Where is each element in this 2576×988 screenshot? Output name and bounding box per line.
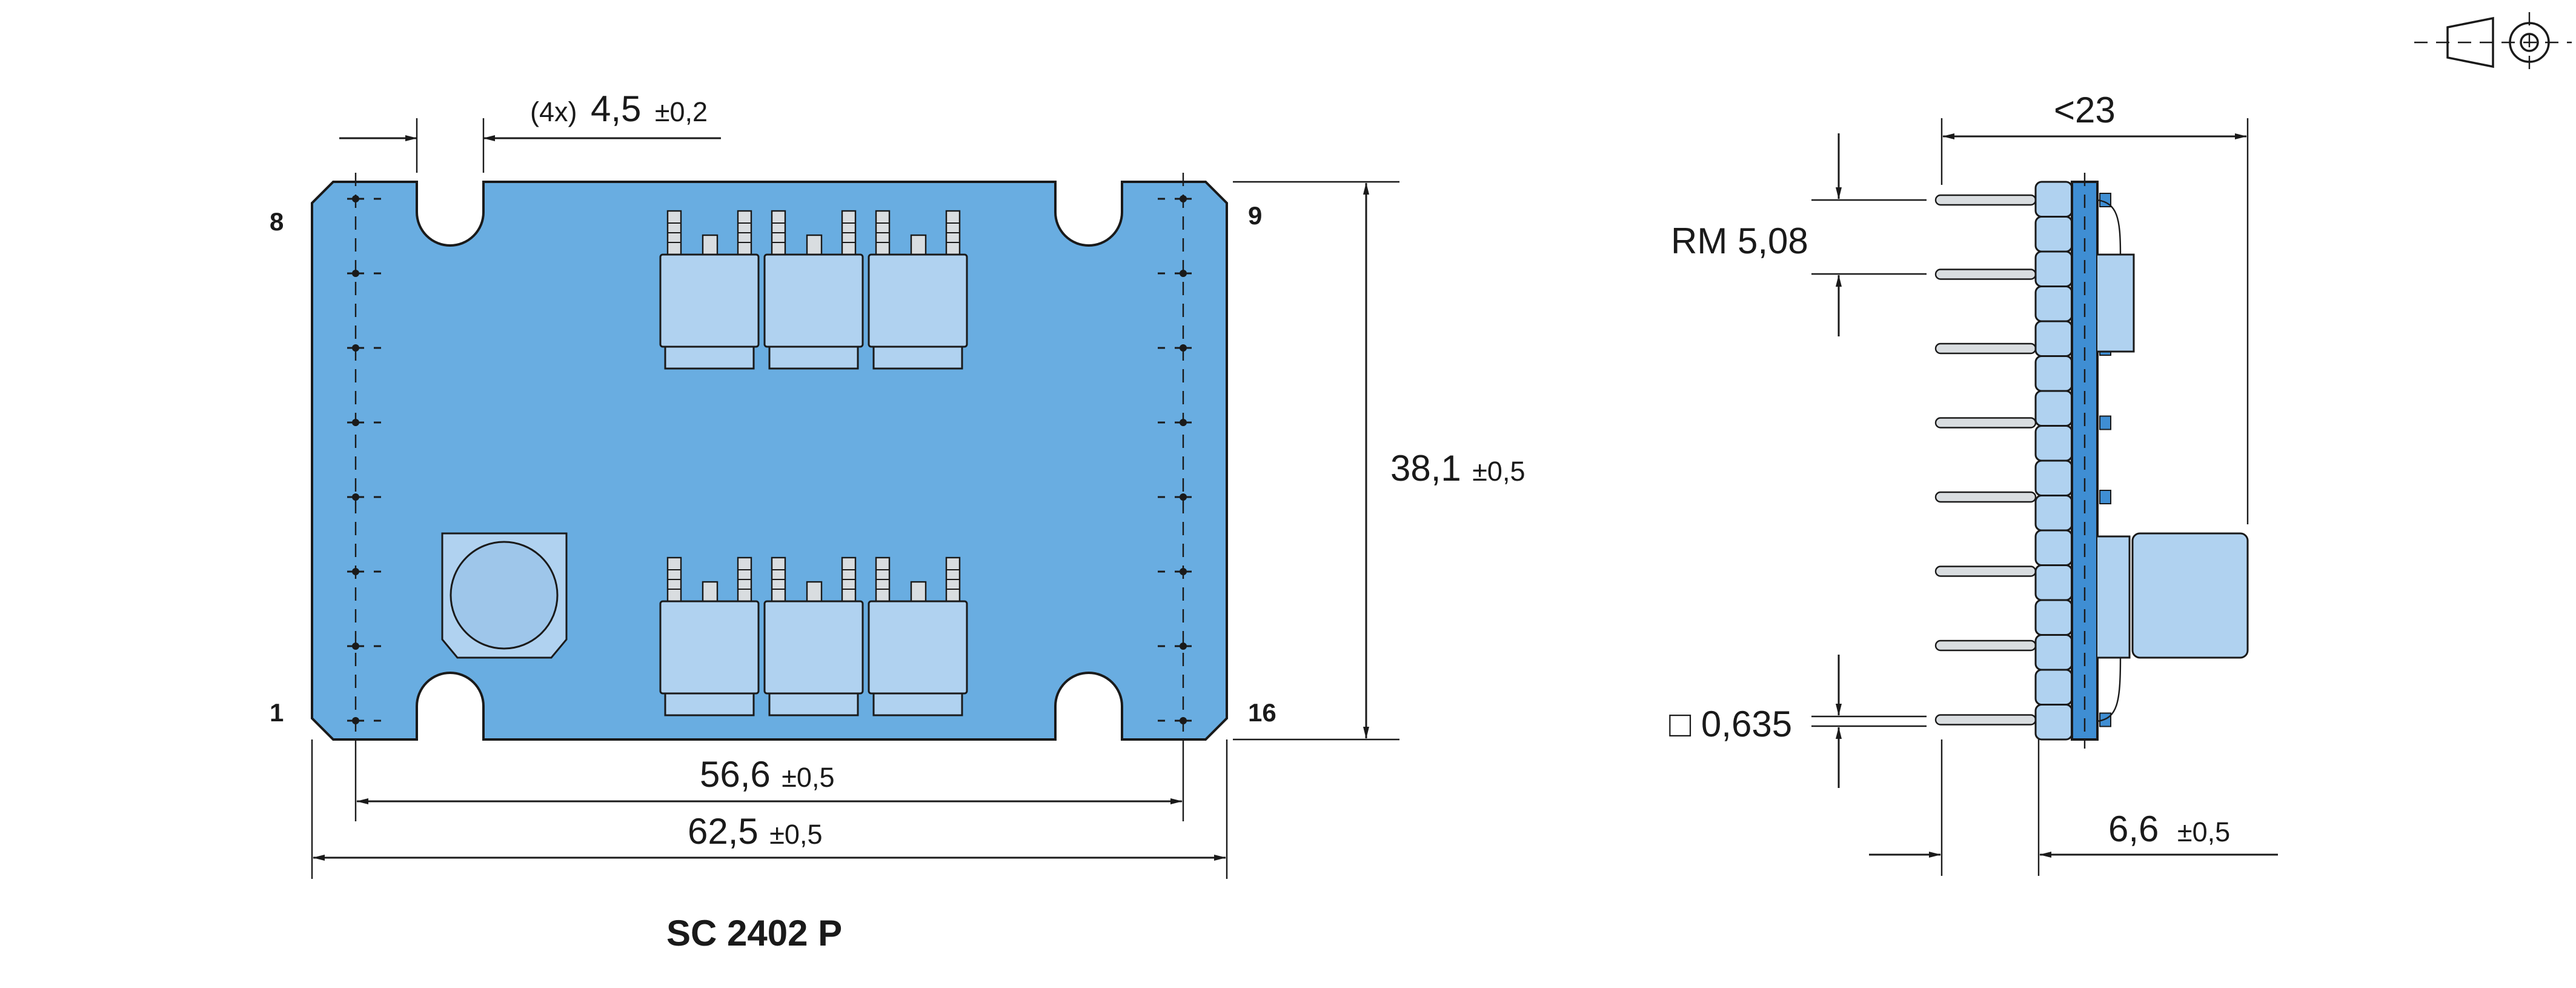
component (659, 210, 760, 370)
strip-segment (2034, 250, 2073, 287)
pin-label-top-left: 8 (270, 207, 284, 236)
side-solder (2099, 415, 2111, 430)
side-pin (1934, 714, 2037, 726)
overall-depth-dimension: <23 (1940, 90, 2249, 524)
side-pin (1934, 566, 2037, 577)
strip-segment (2034, 425, 2073, 462)
pin-dot (1180, 643, 1187, 650)
strip-segment (2034, 459, 2073, 496)
component (763, 210, 864, 370)
component (868, 556, 968, 716)
pin-dot (1180, 344, 1187, 352)
side-potentiometer (2131, 532, 2249, 659)
pin-span-tolerance: ±0,5 (782, 762, 834, 793)
pin-dot (1180, 717, 1187, 724)
strip-segment (2034, 669, 2073, 706)
thickness-tolerance: ±0,5 (2177, 816, 2230, 847)
side-component-lower (2097, 535, 2131, 659)
pin-label-top-right: 9 (1248, 201, 1262, 230)
strip-segment (2034, 320, 2073, 357)
component (659, 556, 760, 716)
side-lead-bottom (2097, 657, 2122, 723)
side-lead-top (2097, 199, 2122, 255)
pin-dot (352, 195, 359, 202)
front-view: 8 1 9 16 (4x) 4,5 ±0,2 38,1 ±0,5 (270, 88, 1525, 953)
side-solder (2099, 490, 2111, 504)
pin-dot (1180, 270, 1187, 277)
pin-dot (1180, 568, 1187, 575)
pin-dot (352, 419, 359, 426)
upper-components (659, 210, 968, 370)
pitch-dimension: RM 5,08 (1671, 133, 1927, 336)
strip-segment (2034, 599, 2073, 636)
pin-dot (1180, 419, 1187, 426)
slot-dim-value: 4,5 (591, 88, 641, 129)
thickness-dimension: 6,6 ±0,5 (1869, 739, 2278, 876)
pin-dot (1180, 493, 1187, 501)
strip-segment (2034, 495, 2073, 532)
projection-symbol-icon (2414, 12, 2572, 73)
height-dim-value: 38,1 (1390, 448, 1461, 489)
strip-segment (2034, 564, 2073, 601)
side-pin (1934, 491, 2037, 503)
side-component-upper (2097, 253, 2135, 353)
side-pin (1934, 639, 2037, 652)
pitch-value: RM 5,08 (1671, 221, 1808, 261)
height-dim-tolerance: ±0,5 (1472, 456, 1525, 487)
pin-section-value: □ 0,635 (1669, 704, 1792, 744)
pin-section-dimension: □ 0,635 (1669, 655, 1927, 788)
strip-segment (2034, 704, 2073, 741)
svg-text:62,5 ±0,5: 62,5 ±0,5 (688, 811, 823, 852)
pin-dot (352, 270, 359, 277)
lower-components (659, 556, 968, 716)
connector-strip (2034, 181, 2073, 741)
length-tolerance: ±0,5 (769, 819, 822, 850)
product-title: SC 2402 P (666, 913, 842, 953)
strip-segment (2034, 181, 2073, 218)
pin-span-value: 56,6 (700, 754, 771, 795)
length-value: 62,5 (688, 811, 759, 852)
pin-dot (352, 568, 359, 575)
slot-width-dimension: (4x) 4,5 ±0,2 (339, 88, 721, 173)
strip-segment (2034, 355, 2073, 392)
side-pin (1934, 417, 2037, 429)
pin-dot (352, 344, 359, 352)
slot-dim-tolerance: ±0,2 (655, 96, 708, 127)
strip-segment (2034, 216, 2073, 253)
pin-label-bottom-right: 16 (1248, 698, 1276, 727)
side-pin (1934, 342, 2037, 355)
potentiometer (441, 532, 568, 659)
pin-dot (352, 717, 359, 724)
pin-marks (347, 195, 1192, 724)
slot-dim-prefix: (4x) (530, 96, 577, 127)
strip-segment (2034, 529, 2073, 566)
pin-dot (1180, 195, 1187, 202)
pin-span-dimension: 56,6 ±0,5 (354, 749, 1184, 821)
thickness-value: 6,6 (2108, 809, 2159, 849)
side-pin (1934, 194, 2037, 206)
pin-dot (352, 493, 359, 501)
strip-segment (2034, 390, 2073, 427)
svg-text:6,6 ±0,5: 6,6 ±0,5 (2108, 809, 2230, 849)
strip-segment (2034, 285, 2073, 322)
pin-label-bottom-left: 1 (270, 698, 284, 727)
component (763, 556, 864, 716)
length-dimension: 62,5 ±0,5 (311, 739, 1228, 879)
side-pin (1934, 269, 2037, 280)
strip-segment (2034, 634, 2073, 671)
height-dimension: 38,1 ±0,5 (1233, 181, 1525, 741)
svg-text:(4x) 4,5 ±0,2: (4x) 4,5 ±0,2 (530, 88, 708, 129)
overall-depth-value: <23 (2054, 90, 2116, 130)
svg-text:56,6 ±0,5: 56,6 ±0,5 (700, 754, 835, 795)
svg-text:38,1 ±0,5: 38,1 ±0,5 (1390, 448, 1525, 489)
side-view: <23 RM 5,08 □ 0,635 6,6 ±0,5 (1669, 90, 2278, 876)
component (868, 210, 968, 370)
pin-dot (352, 643, 359, 650)
